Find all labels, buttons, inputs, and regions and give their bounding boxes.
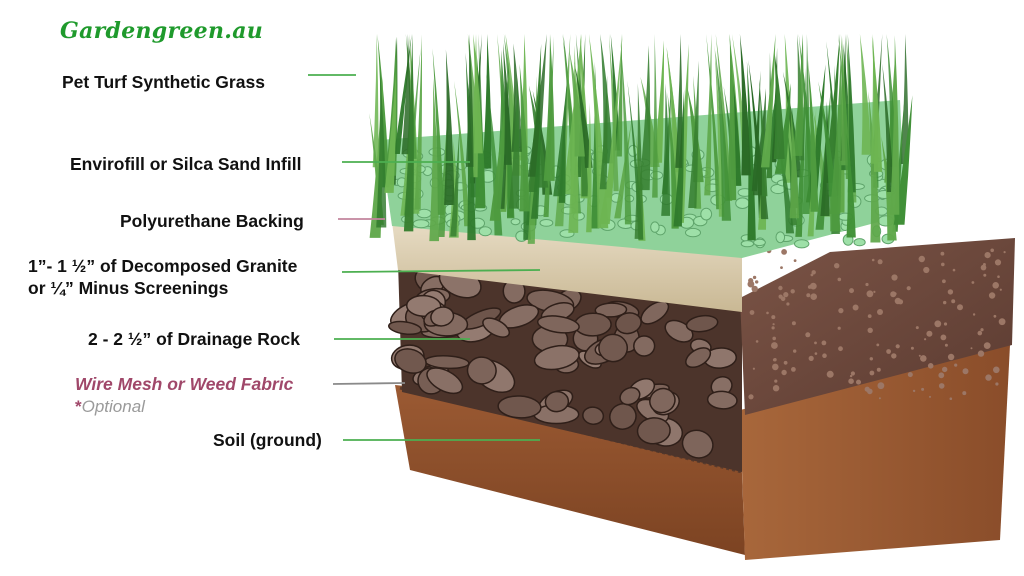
label-backing: Polyurethane Backing [120,211,304,231]
block-top-surface [740,238,1015,415]
block-top-texture [747,248,1006,401]
leader-wire-mesh [332,382,406,385]
label-infill: Envirofill or Silca Sand Infill [70,154,302,174]
label-soil: Soil (ground) [213,430,322,450]
label-synthetic-grass: Pet Turf Synthetic Grass [62,72,265,92]
label-granite-line-1: 1”- 1 ½” of Decomposed Granite [28,256,298,276]
soil-side-face [740,345,1010,560]
brand-logo-text: Gardengreen.au [60,18,264,44]
leader-granite [341,269,541,273]
label-drainage-rock: 2 - 2 ½” of Drainage Rock [88,329,301,349]
drainage-rock-stones [387,265,738,459]
optional-marker: * [75,397,82,416]
label-wire-mesh: Wire Mesh or Weed Fabric [75,374,294,394]
synthetic-grass-blades [369,34,913,244]
optional-text: Optional [81,397,145,416]
label-granite-line-2: or ¼” Minus Screenings [28,278,229,298]
optional-note: *Optional [75,397,145,417]
